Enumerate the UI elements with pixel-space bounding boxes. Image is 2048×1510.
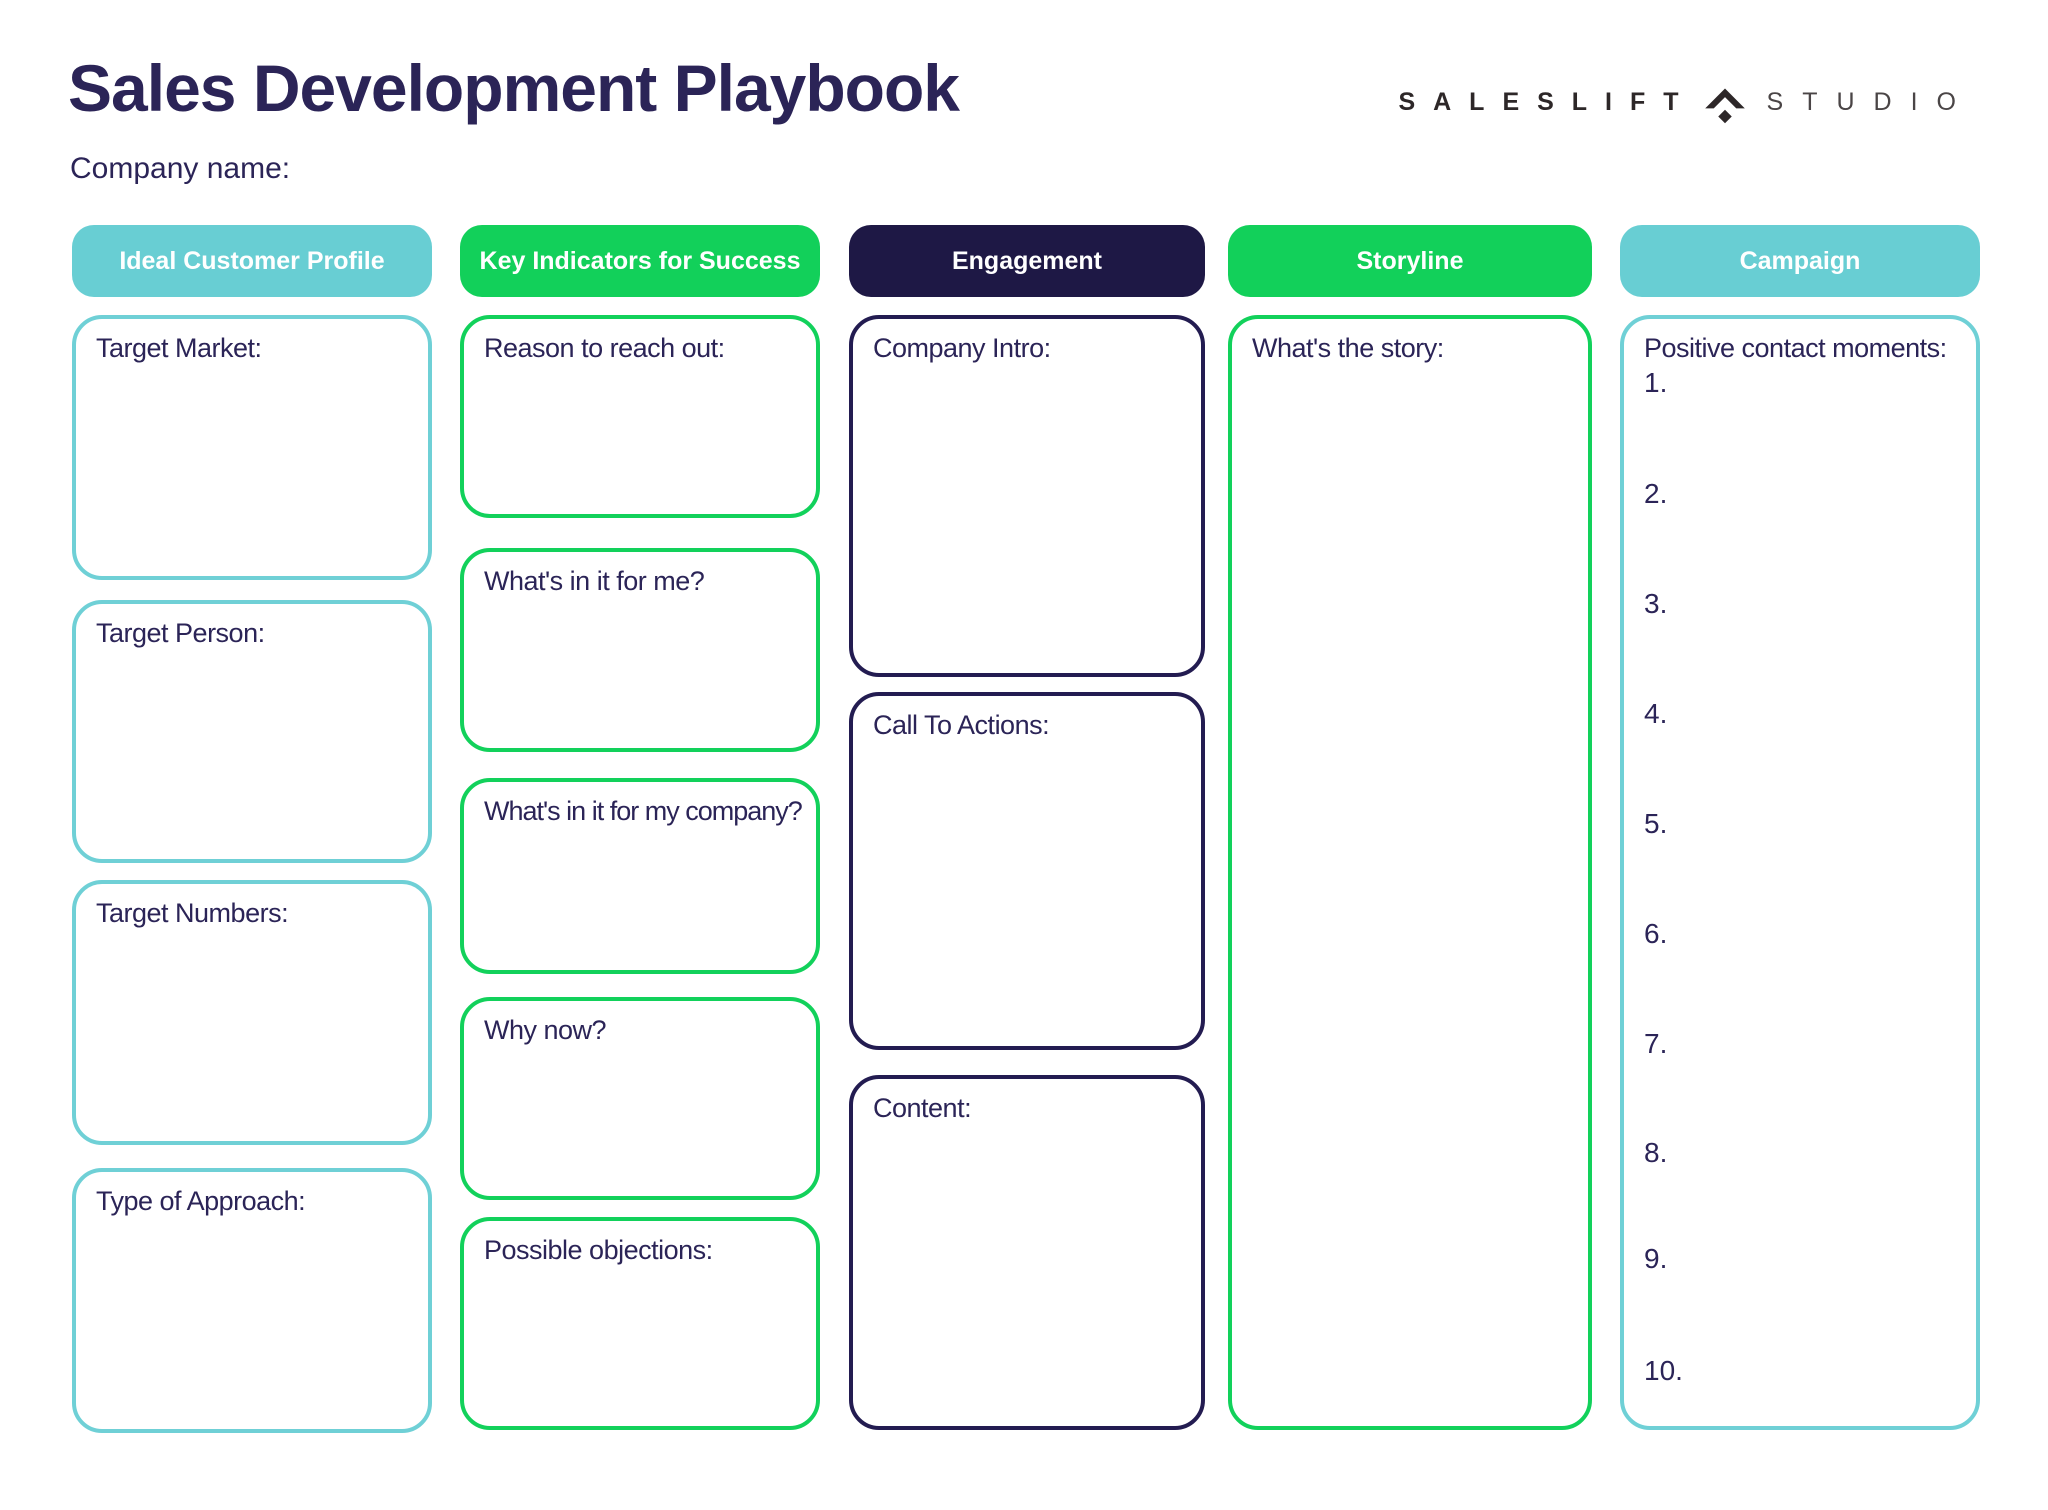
logo-brand-text: SALESLIFT: [1398, 87, 1697, 116]
contact-moment-number-8[interactable]: 8.: [1644, 1137, 1668, 1168]
contact-moment-number-5[interactable]: 5.: [1644, 808, 1668, 839]
target-market-box[interactable]: Target Market:: [72, 315, 432, 580]
contact-moment-number-9[interactable]: 9.: [1644, 1243, 1668, 1274]
why-now-label: Why now?: [484, 1015, 607, 1045]
pill-key-indicators-for-success: Key Indicators for Success: [460, 225, 820, 297]
contact-moment-number-2[interactable]: 2.: [1644, 478, 1668, 509]
positive-contact-moments-box[interactable]: Positive contact moments: 1. 2. 3. 4. 5.…: [1620, 315, 1980, 1430]
contact-moment-number-3[interactable]: 3.: [1644, 588, 1668, 619]
company-name-label: Company name:: [70, 152, 291, 185]
type-of-approach-box[interactable]: Type of Approach:: [72, 1168, 432, 1433]
target-person-box[interactable]: Target Person:: [72, 600, 432, 863]
positive-contact-moments-label: Positive contact moments:: [1644, 333, 1947, 363]
company-intro-box[interactable]: Company Intro:: [849, 315, 1205, 677]
type-of-approach-label: Type of Approach:: [96, 1186, 306, 1216]
pill-label: Ideal Customer Profile: [119, 246, 385, 275]
reason-to-reach-out-label: Reason to reach out:: [484, 333, 725, 363]
call-to-actions-box[interactable]: Call To Actions:: [849, 692, 1205, 1050]
target-market-label: Target Market:: [96, 333, 262, 363]
logo-suffix-text: STUDIO: [1766, 87, 1975, 116]
whats-in-it-for-my-company-label: What's in it for my company?: [484, 796, 803, 826]
whats-in-it-for-my-company-box[interactable]: What's in it for my company?: [460, 778, 820, 974]
possible-objections-box[interactable]: Possible objections:: [460, 1217, 820, 1430]
whats-the-story-label: What's the story:: [1252, 333, 1444, 363]
pill-ideal-customer-profile: Ideal Customer Profile: [72, 225, 432, 297]
contact-moment-number-6[interactable]: 6.: [1644, 918, 1668, 949]
chevron-diamond-icon: [1701, 80, 1749, 125]
content-box[interactable]: Content:: [849, 1075, 1205, 1430]
target-numbers-label: Target Numbers:: [96, 898, 289, 928]
pill-label: Storyline: [1356, 246, 1464, 275]
page-title: Sales Development Playbook: [68, 51, 960, 125]
target-person-label: Target Person:: [96, 618, 265, 648]
whats-in-it-for-me-label: What's in it for me?: [484, 566, 705, 596]
contact-moment-number-10[interactable]: 10.: [1644, 1355, 1683, 1386]
whats-in-it-for-me-box[interactable]: What's in it for me?: [460, 548, 820, 752]
why-now-box[interactable]: Why now?: [460, 997, 820, 1200]
brand-logo: SALESLIFT STUDIO: [1398, 78, 1975, 126]
contact-moment-number-7[interactable]: 7.: [1644, 1028, 1668, 1059]
content-label: Content:: [873, 1093, 972, 1123]
pill-campaign: Campaign: [1620, 225, 1980, 297]
reason-to-reach-out-box[interactable]: Reason to reach out:: [460, 315, 820, 518]
contact-moment-number-1[interactable]: 1.: [1644, 367, 1668, 398]
whats-the-story-box[interactable]: What's the story:: [1228, 315, 1592, 1430]
target-numbers-box[interactable]: Target Numbers:: [72, 880, 432, 1145]
possible-objections-label: Possible objections:: [484, 1235, 713, 1265]
pill-label: Key Indicators for Success: [479, 246, 801, 275]
pill-label: Engagement: [951, 246, 1103, 275]
pill-engagement: Engagement: [849, 225, 1205, 297]
company-intro-label: Company Intro:: [873, 333, 1051, 363]
pill-label: Campaign: [1739, 246, 1861, 275]
call-to-actions-label: Call To Actions:: [873, 710, 1050, 740]
pill-storyline: Storyline: [1228, 225, 1592, 297]
contact-moment-number-4[interactable]: 4.: [1644, 698, 1668, 729]
